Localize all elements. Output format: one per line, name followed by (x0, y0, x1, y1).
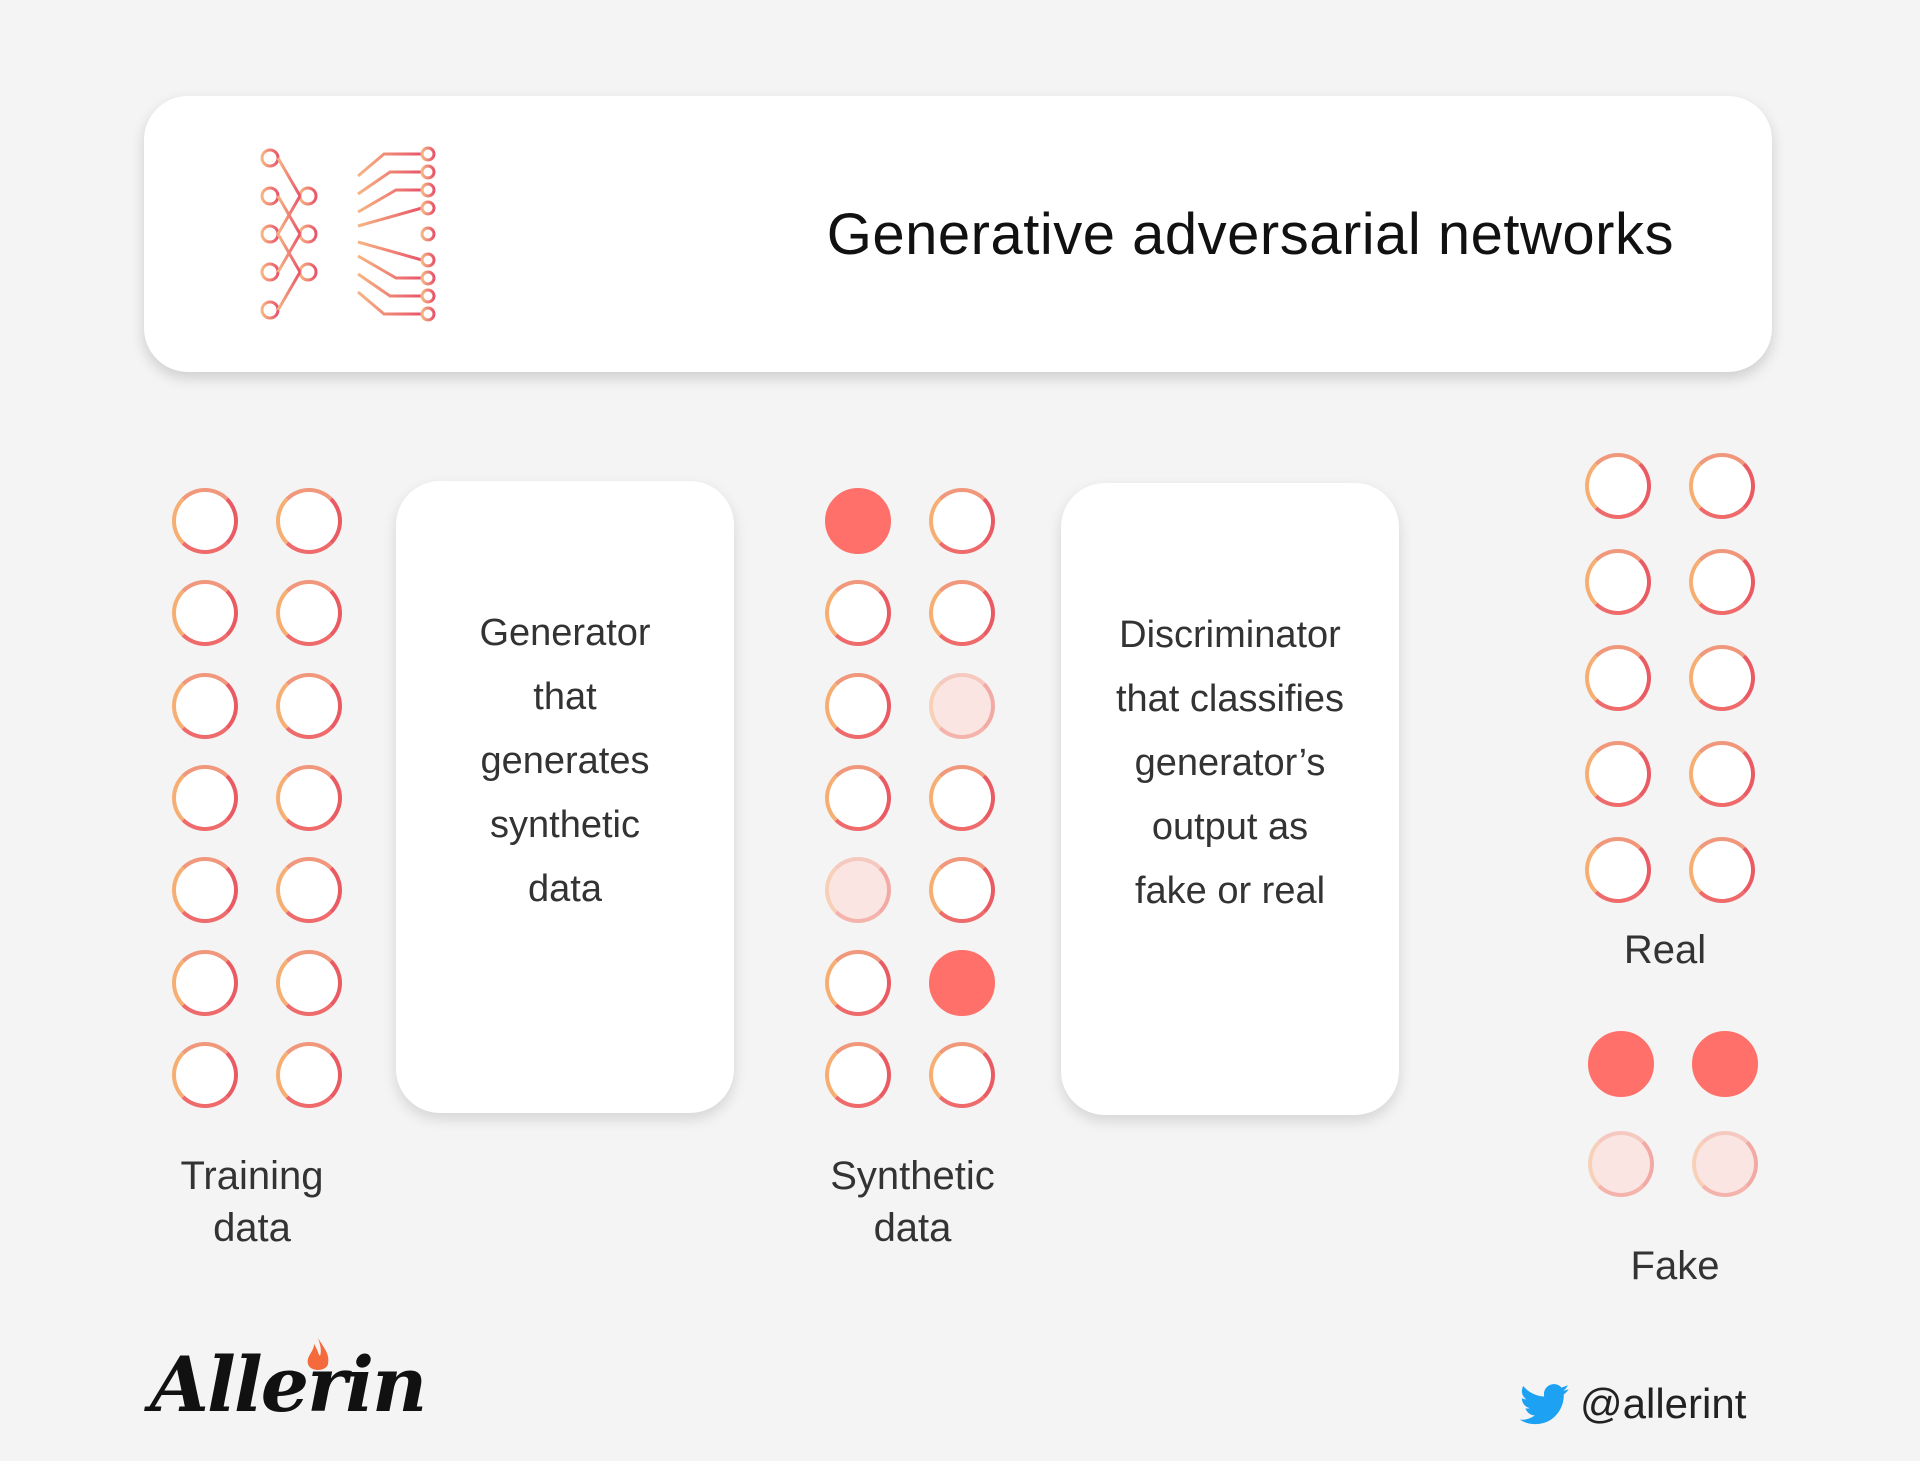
allerin-logo: Allerin (150, 1340, 427, 1429)
synthetic-data-circle-empty (825, 580, 891, 647)
generator-text: Generator that generates synthetic data (479, 612, 651, 910)
page-title: Generative adversarial networks (826, 201, 1674, 267)
synthetic-data-circle-empty (929, 857, 995, 924)
training-data-circle-empty (172, 765, 238, 831)
real-circle-empty (1585, 741, 1651, 807)
training-data-label: Training data (180, 1154, 324, 1250)
training-data-circle-empty (276, 1042, 342, 1108)
real-circle-empty (1689, 837, 1755, 903)
training-data-circle-empty (276, 488, 342, 554)
fake-circle-filled (1588, 1031, 1654, 1097)
training-data-circle-empty (172, 1042, 238, 1108)
training-data-circle-empty (276, 672, 342, 739)
training-data-circle-empty (172, 488, 238, 554)
twitter-handle[interactable]: @allerint (1580, 1380, 1747, 1427)
real-circle-empty (1689, 453, 1755, 519)
synthetic-data-circle-empty (825, 672, 891, 739)
synthetic-data-grid (825, 488, 995, 1108)
real-circle-empty (1585, 453, 1651, 519)
real-circle-empty (1689, 549, 1755, 615)
synthetic-data-circle-filled (825, 488, 891, 554)
synthetic-data-circle-faded (825, 857, 891, 924)
real-circle-empty (1689, 741, 1755, 807)
fake-circle-faded (1588, 1131, 1654, 1197)
flame-icon (307, 1338, 329, 1370)
fake-circle-filled (1692, 1031, 1758, 1097)
synthetic-data-circle-empty (929, 1042, 995, 1108)
synthetic-data-circle-empty (929, 580, 995, 647)
real-circle-empty (1585, 549, 1651, 615)
fake-output-grid (1588, 1031, 1758, 1197)
generator-card: Generator that generates synthetic data (396, 481, 734, 1113)
real-circle-empty (1585, 645, 1651, 711)
training-data-circle-empty (172, 857, 238, 924)
synthetic-data-circle-empty (825, 949, 891, 1016)
training-data-circle-empty (172, 580, 238, 647)
discriminator-card: Discriminator that classifies generator’… (1061, 483, 1399, 1115)
synthetic-data-circle-empty (929, 765, 995, 831)
synthetic-data-circle-empty (825, 765, 891, 831)
training-data-circle-empty (276, 765, 342, 831)
synthetic-data-circle-faded (929, 672, 995, 739)
header-card: Generative adversarial networks (144, 96, 1772, 372)
training-data-circle-empty (172, 949, 238, 1016)
real-circle-empty (1585, 837, 1651, 903)
synthetic-data-circle-empty (825, 1042, 891, 1108)
real-circle-empty (1689, 645, 1755, 711)
synthetic-data-circle-empty (929, 488, 995, 554)
training-data-circle-empty (172, 672, 238, 739)
training-data-circle-empty (276, 857, 342, 924)
fake-label: Fake (1630, 1244, 1720, 1288)
training-data-circle-empty (276, 580, 342, 647)
synthetic-data-circle-filled (929, 949, 995, 1016)
synthetic-data-label: Synthetic data (830, 1154, 995, 1250)
real-label: Real (1623, 928, 1707, 972)
training-data-circle-empty (276, 949, 342, 1016)
discriminator-text: Discriminator that classifies generator’… (1115, 614, 1345, 912)
training-data-grid (172, 488, 342, 1108)
fake-circle-faded (1692, 1131, 1758, 1197)
neural-network-circuit-icon (260, 146, 436, 322)
real-output-grid (1585, 453, 1755, 903)
twitter-bird-icon[interactable] (1520, 1384, 1570, 1426)
